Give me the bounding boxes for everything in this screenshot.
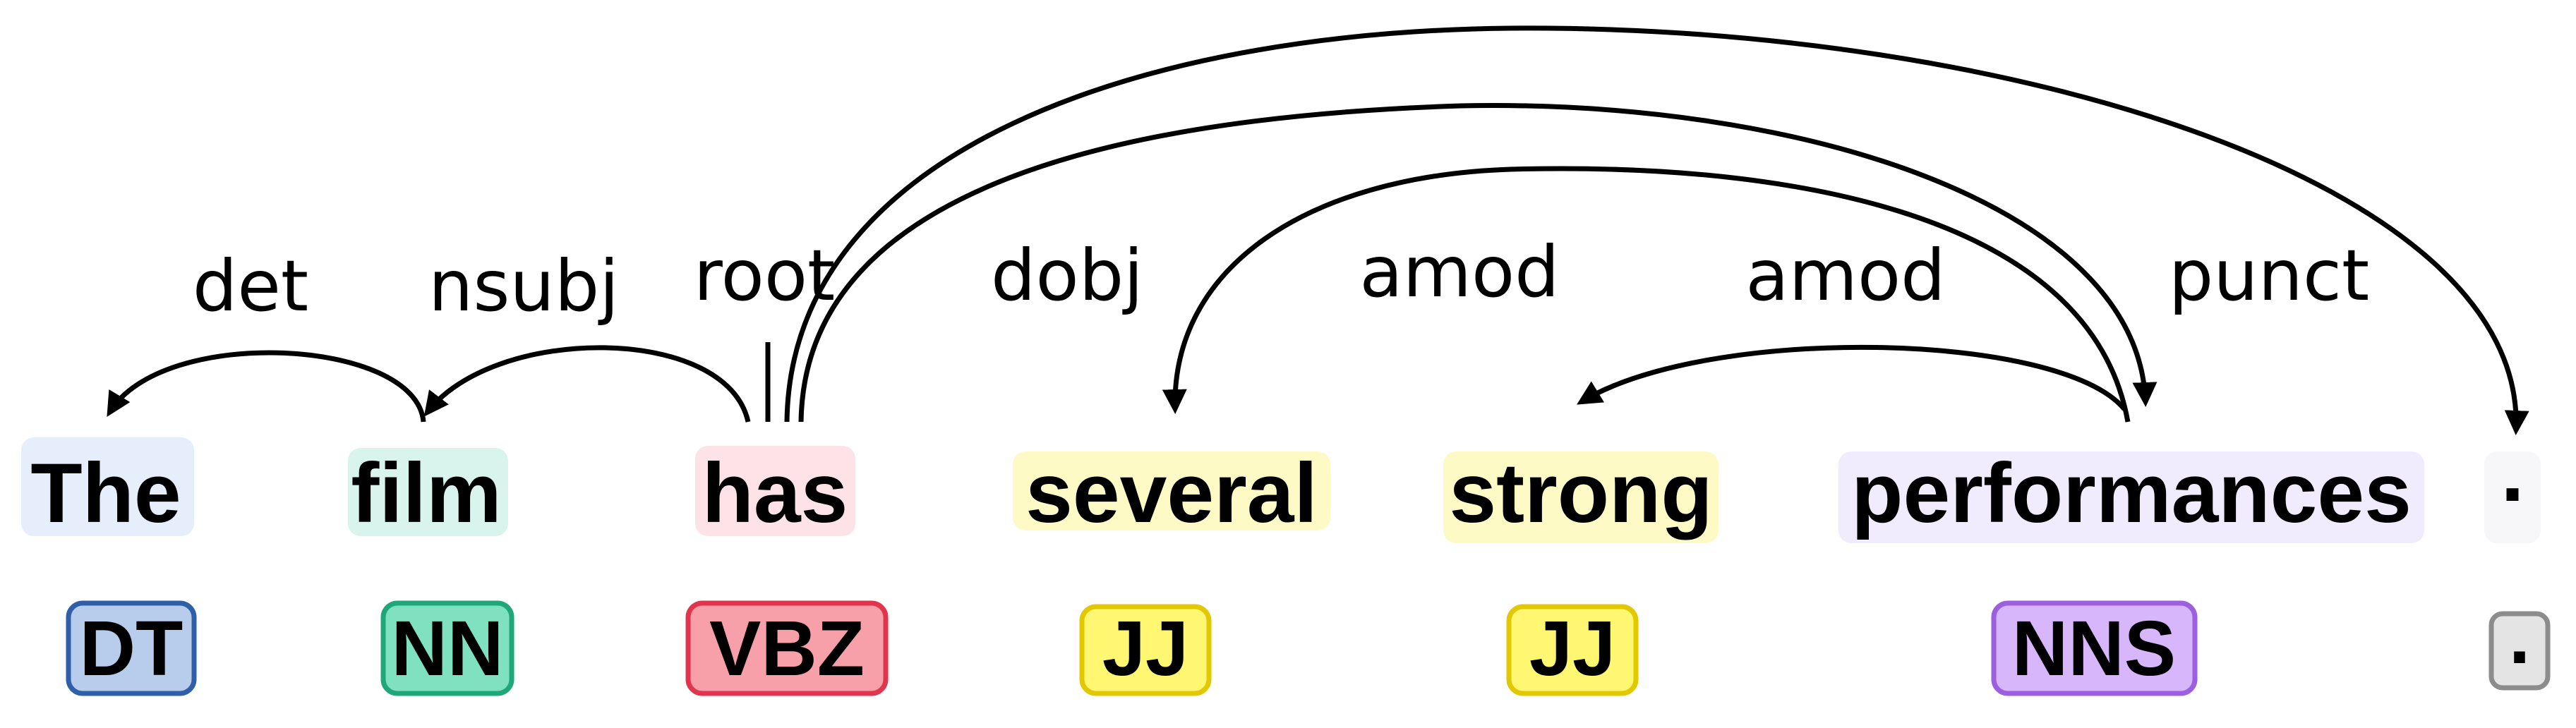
pos-tag: DT [80,605,183,692]
token-word: has [702,446,848,540]
relation-label: punct [2169,234,2369,317]
pos-tag-box [685,600,889,696]
relation-label: root [694,234,836,317]
token-highlight [21,437,194,536]
relation-label: amod [1745,234,1945,317]
pos-tag: . [2509,593,2531,680]
token-word: . [2500,425,2524,519]
pos-tag-box [380,600,514,696]
relation-label: dobj [991,234,1143,317]
arcs [107,25,2529,435]
pos-tag-box [1991,600,2198,696]
token-highlight [1013,451,1330,530]
token-highlight [1838,451,2424,543]
pos-tag-box [66,600,197,696]
token-word: several [1025,446,1318,540]
arc-amod-strong [1577,344,2126,411]
relation-label: nsubj [428,245,619,327]
pos-tags: DT NN VBZ JJ JJ NNS . [66,593,2551,696]
relation-label: det [193,245,308,327]
pos-tag: JJ [1102,605,1188,692]
arc-det [107,350,426,423]
token-highlights [21,437,2541,543]
arc-dobj [798,103,2157,423]
pos-tag: NN [392,605,504,692]
token-word: film [351,446,501,540]
arc-punct [784,25,2529,435]
pos-tag-box [1079,604,1212,696]
tokens: The film has several strong performances… [30,425,2524,540]
token-word: performances [1851,446,2412,540]
token-word: strong [1449,446,1712,540]
pos-tag: VBZ [709,605,865,692]
arc-nsubj [423,345,751,423]
pos-tag: JJ [1529,605,1615,692]
token-highlight [1443,451,1719,543]
token-highlight [348,448,508,536]
token-highlight [695,446,855,536]
arc-amod-several [1162,166,2131,423]
relation-label: amod [1359,231,1559,313]
pos-tag-box [2488,611,2551,691]
relation-labels: det nsubj root dobj amod amod punct [193,231,2369,327]
pos-tag: NNS [2012,605,2176,692]
token-word: The [30,446,181,540]
pos-tag-box [1506,604,1639,696]
token-highlight [2484,451,2541,543]
